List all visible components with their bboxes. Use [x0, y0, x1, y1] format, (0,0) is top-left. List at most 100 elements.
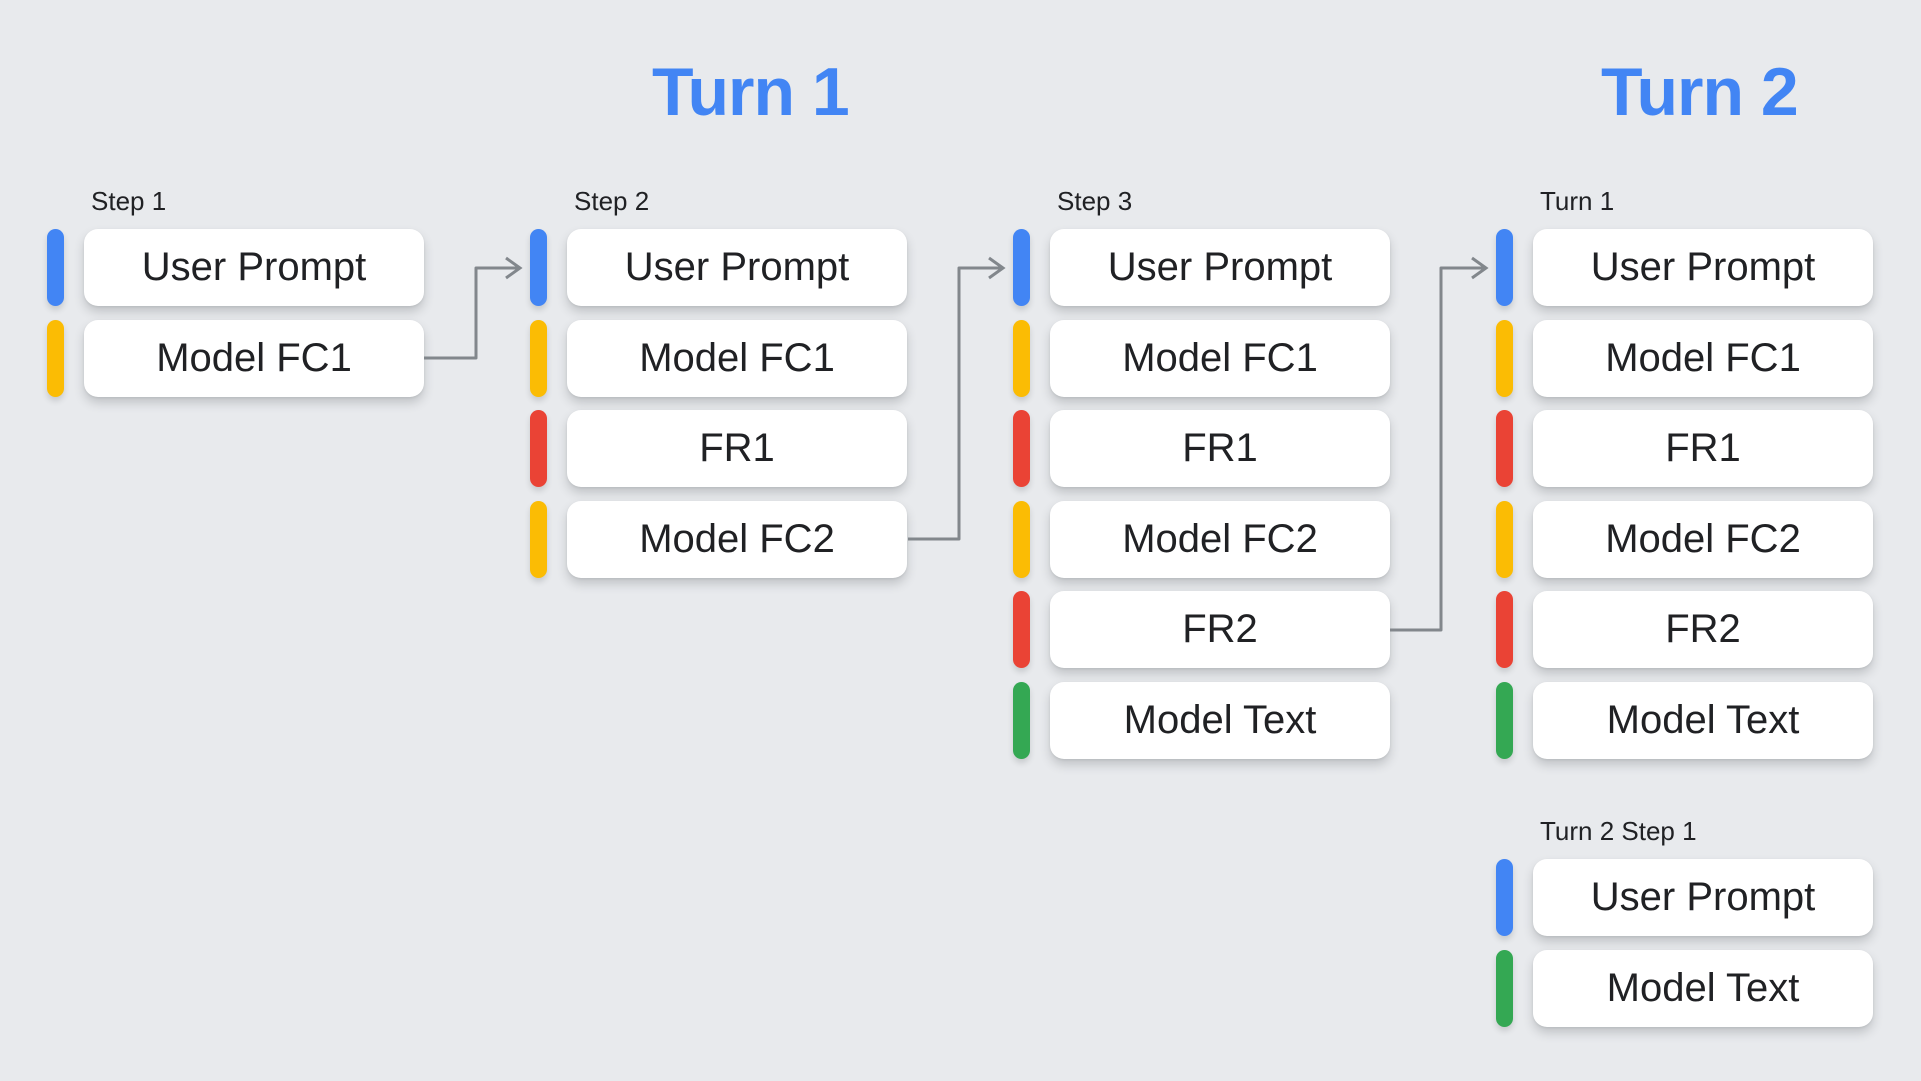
flow-box-label: FR1	[1665, 426, 1741, 470]
flow-box: User Prompt	[1533, 859, 1873, 936]
arrow-step3-fr2-to-turn1-prompt	[1390, 256, 1489, 632]
column-rows: User Prompt Model Text	[1496, 859, 1876, 1027]
column-label: Step 1	[91, 186, 167, 216]
user-prompt-color-bar	[1496, 859, 1513, 936]
turn-2-heading: Turn 2	[1601, 54, 1799, 130]
function-response-color-bar	[1496, 410, 1513, 487]
flow-row: Model Text	[1013, 681, 1393, 759]
arrow-step1-fc1-to-step2-prompt	[424, 256, 523, 360]
flow-box-label: User Prompt	[141, 245, 367, 289]
model-fc-color-bar	[1496, 319, 1513, 397]
flow-row: FR1	[1496, 410, 1876, 487]
model-fc-color-bar	[1013, 500, 1030, 578]
user-prompt-color-bar	[1013, 229, 1030, 306]
model-text-color-bar	[1496, 949, 1513, 1027]
flow-box-label: User Prompt	[1590, 245, 1816, 289]
column-rows: User Prompt Model FC1 FR1 Model FC2	[530, 229, 910, 578]
column-label: Turn 2 Step 1	[1540, 816, 1697, 846]
flow-box-label: Model FC1	[156, 335, 352, 380]
flow-box-label: FR1	[699, 426, 775, 470]
flow-box: Model Text	[1050, 681, 1390, 759]
flow-row: Model Text	[1496, 949, 1876, 1027]
flow-row: Model FC1	[47, 319, 427, 397]
flow-box-label: FR2	[1182, 607, 1258, 651]
function-response-color-bar	[1496, 591, 1513, 668]
flow-box-label: FR2	[1665, 607, 1741, 651]
column-turn-1-history: Turn 1 User Prompt Model FC1 FR1 Model F…	[1496, 188, 1876, 759]
flow-box: FR2	[1533, 591, 1873, 668]
flow-row: FR1	[1013, 410, 1393, 487]
flow-box-label: Model FC2	[1605, 516, 1801, 561]
flow-box: Model FC1	[1533, 319, 1873, 397]
flow-box: Model Text	[1533, 681, 1873, 759]
flow-box: Model FC2	[1050, 500, 1390, 578]
flow-box-label: FR1	[1182, 426, 1258, 470]
model-fc-color-bar	[1013, 319, 1030, 397]
flow-box-label: Model FC1	[1122, 335, 1318, 380]
flow-box-label: Model FC1	[639, 335, 835, 380]
flow-box-label: User Prompt	[1107, 245, 1333, 289]
function-response-color-bar	[1013, 410, 1030, 487]
column-rows: User Prompt Model FC1	[47, 229, 427, 397]
column-rows: User Prompt Model FC1 FR1 Model FC2 FR2 …	[1013, 229, 1393, 759]
flow-row: FR2	[1013, 591, 1393, 668]
flow-box: Model FC1	[1050, 319, 1390, 397]
flow-row: Model FC2	[1013, 500, 1393, 578]
function-response-color-bar	[1013, 591, 1030, 668]
flow-row: Model FC1	[530, 319, 910, 397]
flow-box: Model FC2	[1533, 500, 1873, 578]
column-rows: User Prompt Model FC1 FR1 Model FC2 FR2 …	[1496, 229, 1876, 759]
flow-row: Model Text	[1496, 681, 1876, 759]
flow-box: FR1	[1533, 410, 1873, 487]
flow-box: User Prompt	[84, 229, 424, 306]
flow-row: Model FC1	[1013, 319, 1393, 397]
flow-row: FR2	[1496, 591, 1876, 668]
user-prompt-color-bar	[530, 229, 547, 306]
flow-box-label: User Prompt	[624, 245, 850, 289]
flow-row: User Prompt	[1496, 859, 1876, 936]
model-fc-color-bar	[47, 319, 64, 397]
flow-box-label: Model Text	[1606, 697, 1800, 742]
user-prompt-color-bar	[1496, 229, 1513, 306]
flow-box: FR1	[567, 410, 907, 487]
flow-row: User Prompt	[530, 229, 910, 306]
model-text-color-bar	[1013, 681, 1030, 759]
flow-box: Model Text	[1533, 949, 1873, 1027]
flow-box-label: Model Text	[1606, 965, 1800, 1010]
flow-box: User Prompt	[567, 229, 907, 306]
flow-row: User Prompt	[1013, 229, 1393, 306]
flow-box-label: Model FC1	[1605, 335, 1801, 380]
flow-box: FR1	[1050, 410, 1390, 487]
flow-box: User Prompt	[1050, 229, 1390, 306]
column-step-2: Step 2 User Prompt Model FC1 FR1 Model F…	[530, 188, 910, 578]
flow-box-label: Model FC2	[639, 516, 835, 561]
column-step-3: Step 3 User Prompt Model FC1 FR1 Model F…	[1013, 188, 1393, 759]
turn-1-heading: Turn 1	[652, 54, 850, 130]
arrow-step2-fc2-to-step3-prompt	[908, 256, 1006, 541]
flow-box: Model FC1	[84, 319, 424, 397]
flow-box-label: Model Text	[1123, 697, 1317, 742]
flow-row: User Prompt	[1496, 229, 1876, 306]
flow-box: FR2	[1050, 591, 1390, 668]
column-label: Step 2	[574, 186, 650, 216]
model-fc-color-bar	[530, 500, 547, 578]
flow-row: Model FC2	[530, 500, 910, 578]
flow-box: User Prompt	[1533, 229, 1873, 306]
flow-box: Model FC1	[567, 319, 907, 397]
flow-box-label: Model FC2	[1122, 516, 1318, 561]
model-fc-color-bar	[1496, 500, 1513, 578]
column-turn-2-step-1: Turn 2 Step 1 User Prompt Model Text	[1496, 818, 1876, 1027]
flow-row: FR1	[530, 410, 910, 487]
column-label: Step 3	[1057, 186, 1133, 216]
model-text-color-bar	[1496, 681, 1513, 759]
user-prompt-color-bar	[47, 229, 64, 306]
flow-row: Model FC1	[1496, 319, 1876, 397]
model-fc-color-bar	[530, 319, 547, 397]
flow-row: Model FC2	[1496, 500, 1876, 578]
flow-row: User Prompt	[47, 229, 427, 306]
function-response-color-bar	[530, 410, 547, 487]
flow-box-label: User Prompt	[1590, 875, 1816, 919]
column-step-1: Step 1 User Prompt Model FC1	[47, 188, 427, 397]
column-label: Turn 1	[1540, 186, 1615, 216]
